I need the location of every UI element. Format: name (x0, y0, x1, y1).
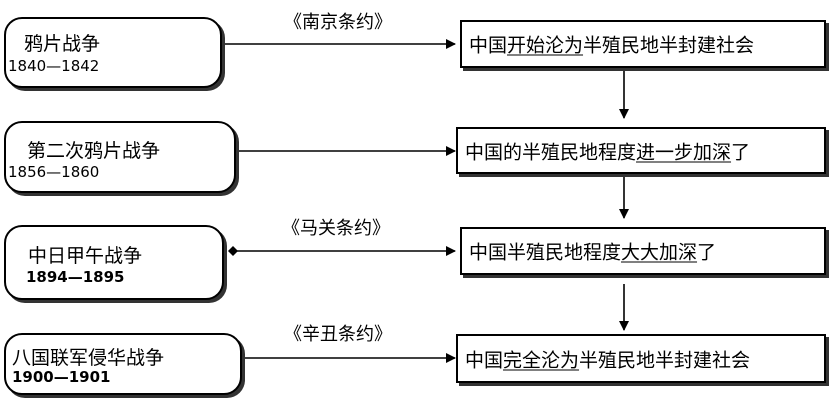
war-name: 中日甲午战争 (28, 245, 143, 267)
treaty-label: 《南京条约》 (284, 12, 392, 33)
result-text-post: 了 (697, 241, 717, 264)
result-text-pre: 中国半殖民地程度 (469, 241, 622, 264)
war-name: 八国联军侵华战争 (12, 347, 165, 369)
result-text-highlight: 大大加深 (621, 241, 698, 264)
war-years: 1840—1842 (8, 57, 100, 75)
result-box-1: 中国开始沦为半殖民地半封建社会 (460, 20, 826, 68)
war-name: 第二次鸦片战争 (27, 140, 161, 162)
start-diamond-row-3 (228, 246, 238, 256)
war-box-sino-japanese-war (4, 225, 224, 300)
result-text-highlight: 进一步加深 (636, 141, 732, 163)
war-years: 1856—1860 (8, 163, 100, 181)
result-text-post: 半殖民地半封建社会 (579, 349, 751, 371)
result-box-2: 中国的半殖民地程度进一步加深了 (456, 127, 826, 174)
result-text-pre: 中国 (469, 34, 508, 57)
result-box-4: 中国完全沦为半殖民地半封建社会 (456, 334, 826, 383)
treaty-label: 《马关条约》 (282, 218, 390, 239)
result-text-post: 了 (731, 141, 751, 163)
war-box-eight-nation-alliance (4, 333, 242, 395)
result-text-highlight: 完全沦为 (503, 349, 580, 371)
result-box-3: 中国半殖民地程度大大加深了 (460, 227, 826, 275)
war-years: 1900—1901 (12, 368, 111, 386)
war-box-second-opium-war (4, 121, 236, 193)
war-years: 1894—1895 (26, 268, 125, 286)
war-name: 鸦片战争 (24, 33, 101, 55)
result-text-highlight: 开始沦为 (507, 34, 584, 57)
result-text: 中国的半殖民地程度进一步加深了 (465, 137, 750, 164)
result-text-pre: 中国 (465, 349, 504, 371)
result-text-pre: 中国的半殖民地程度 (465, 141, 637, 163)
result-text: 中国半殖民地程度大大加深了 (469, 238, 716, 265)
treaty-label: 《辛丑条约》 (284, 324, 392, 345)
result-text: 中国完全沦为半殖民地半封建社会 (465, 345, 750, 372)
result-text: 中国开始沦为半殖民地半封建社会 (469, 31, 754, 58)
war-box-opium-war (4, 17, 222, 88)
result-text-post: 半殖民地半封建社会 (583, 34, 755, 57)
